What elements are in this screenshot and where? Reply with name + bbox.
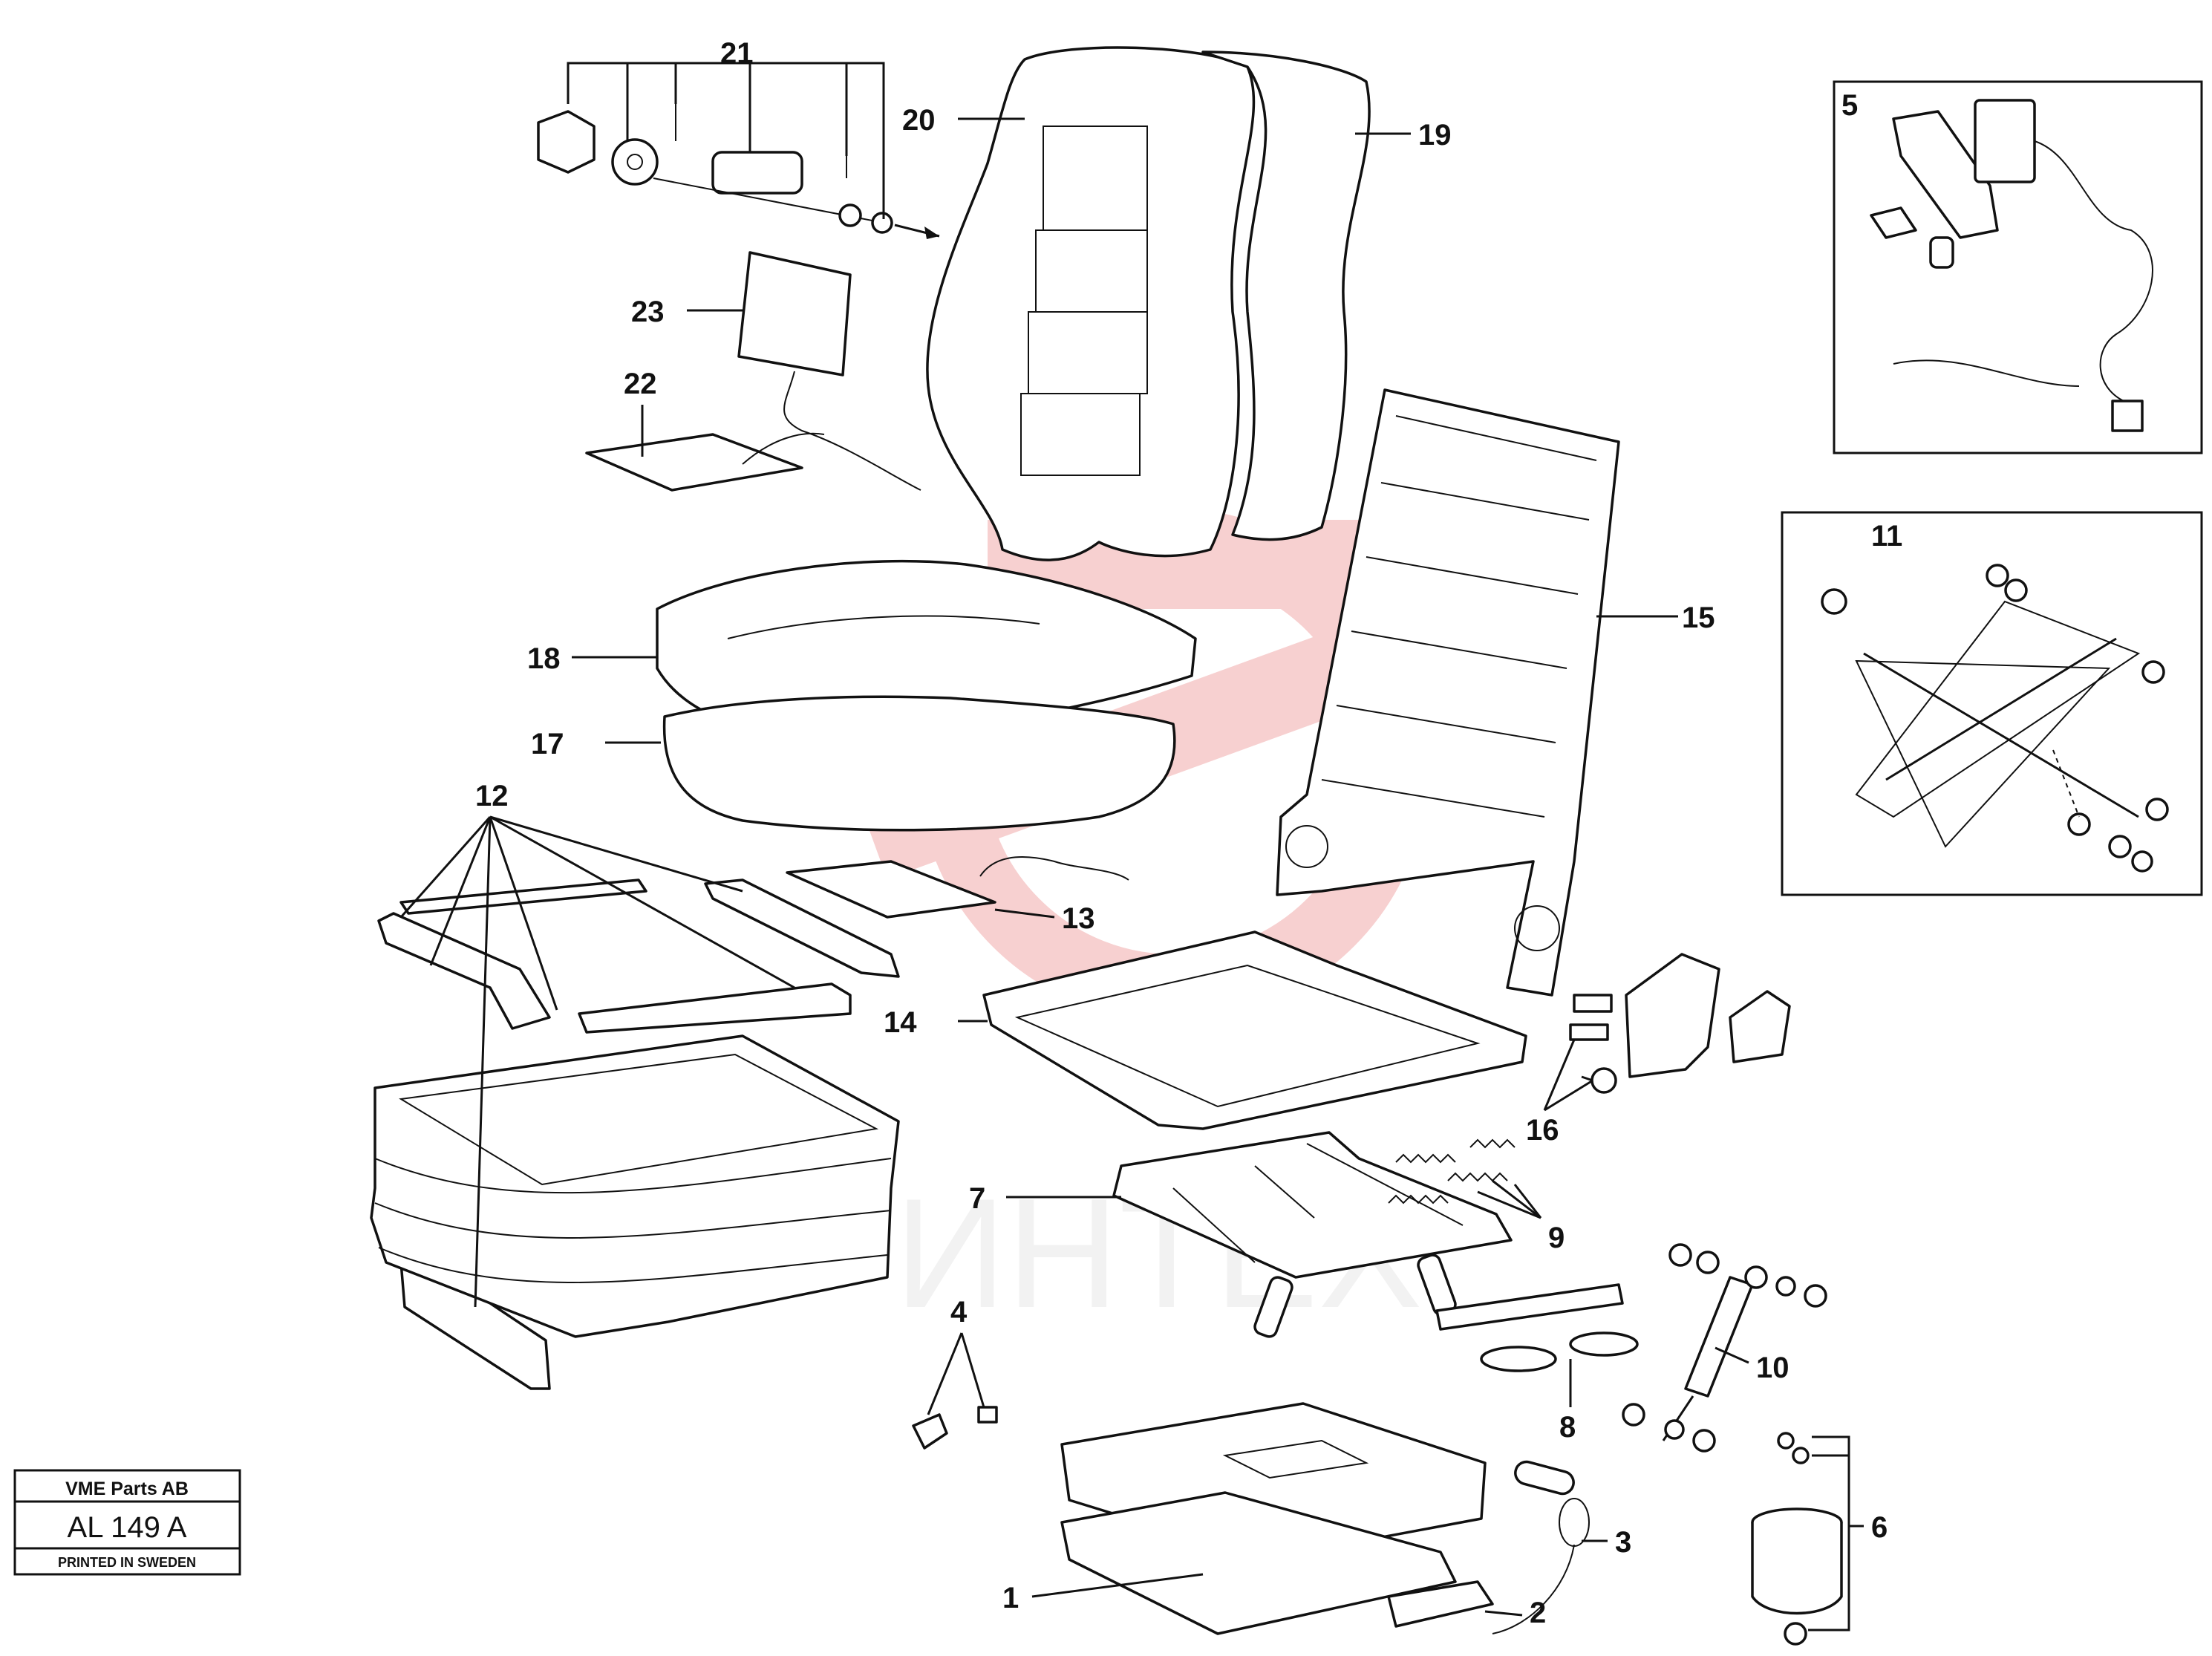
leader-lines [399, 117, 1864, 1631]
title-block-code: AL 149 A [68, 1511, 187, 1544]
callout-8: 8 [1559, 1411, 1576, 1444]
seat-frame [982, 930, 1527, 1130]
callout-18: 18 [527, 642, 561, 675]
callout-16: 16 [1526, 1114, 1559, 1147]
callout-3: 3 [1615, 1526, 1631, 1559]
side-covers [1569, 953, 1791, 1094]
callout-5: 5 [1841, 89, 1858, 122]
callout-numbers: 1 2 3 4 5 6 7 8 9 10 11 12 13 14 15 16 1… [475, 37, 1902, 1629]
scissor-mechanism [1112, 1131, 1513, 1338]
backrest-frame [1276, 388, 1620, 997]
callout-1: 1 [1002, 1582, 1019, 1614]
slide-base [1060, 1402, 1575, 1635]
slide-rail [1387, 1580, 1494, 1628]
bellows-cover [370, 1034, 900, 1338]
heating-pad-seat [585, 432, 825, 492]
title-block-company: VME Parts AB [65, 1479, 189, 1499]
callout-4: 4 [950, 1296, 968, 1329]
callout-20: 20 [902, 104, 936, 137]
backrest-cushion [926, 46, 1256, 561]
callout-10: 10 [1756, 1352, 1789, 1384]
rubber-buffer [1751, 1432, 1843, 1646]
springs [1388, 1138, 1516, 1204]
inset-box-11 [1781, 511, 2203, 896]
inset-box-5 [1833, 80, 2203, 454]
title-block-printed: PRINTED IN SWEDEN [58, 1555, 196, 1570]
callout-11: 11 [1871, 520, 1902, 552]
callout-17: 17 [531, 728, 564, 760]
callout-15: 15 [1682, 602, 1715, 634]
release-handle [1435, 1283, 1639, 1372]
gas-spring [1622, 1243, 1827, 1453]
callout-21: 21 [720, 37, 754, 70]
callout-22: 22 [624, 368, 657, 400]
cable-loop [1492, 1498, 1590, 1634]
seat-foam [662, 695, 1176, 832]
seat-rails [377, 878, 900, 1390]
title-block: VME Parts AB AL 149 A PRINTED IN SWEDEN [13, 1469, 241, 1576]
callout-23: 23 [631, 296, 665, 328]
heating-element [786, 856, 1129, 919]
callout-7: 7 [969, 1182, 985, 1215]
hinge-parts [537, 62, 940, 239]
callout-6: 6 [1871, 1511, 1888, 1544]
backrest-cover [1201, 50, 1371, 541]
callout-12: 12 [475, 780, 509, 812]
callout-13: 13 [1062, 902, 1095, 935]
callout-9: 9 [1548, 1222, 1565, 1254]
clips [912, 1406, 998, 1450]
callout-2: 2 [1530, 1597, 1546, 1629]
heating-pad-back [737, 251, 921, 491]
callout-19: 19 [1418, 119, 1452, 151]
callout-14: 14 [884, 1006, 917, 1039]
